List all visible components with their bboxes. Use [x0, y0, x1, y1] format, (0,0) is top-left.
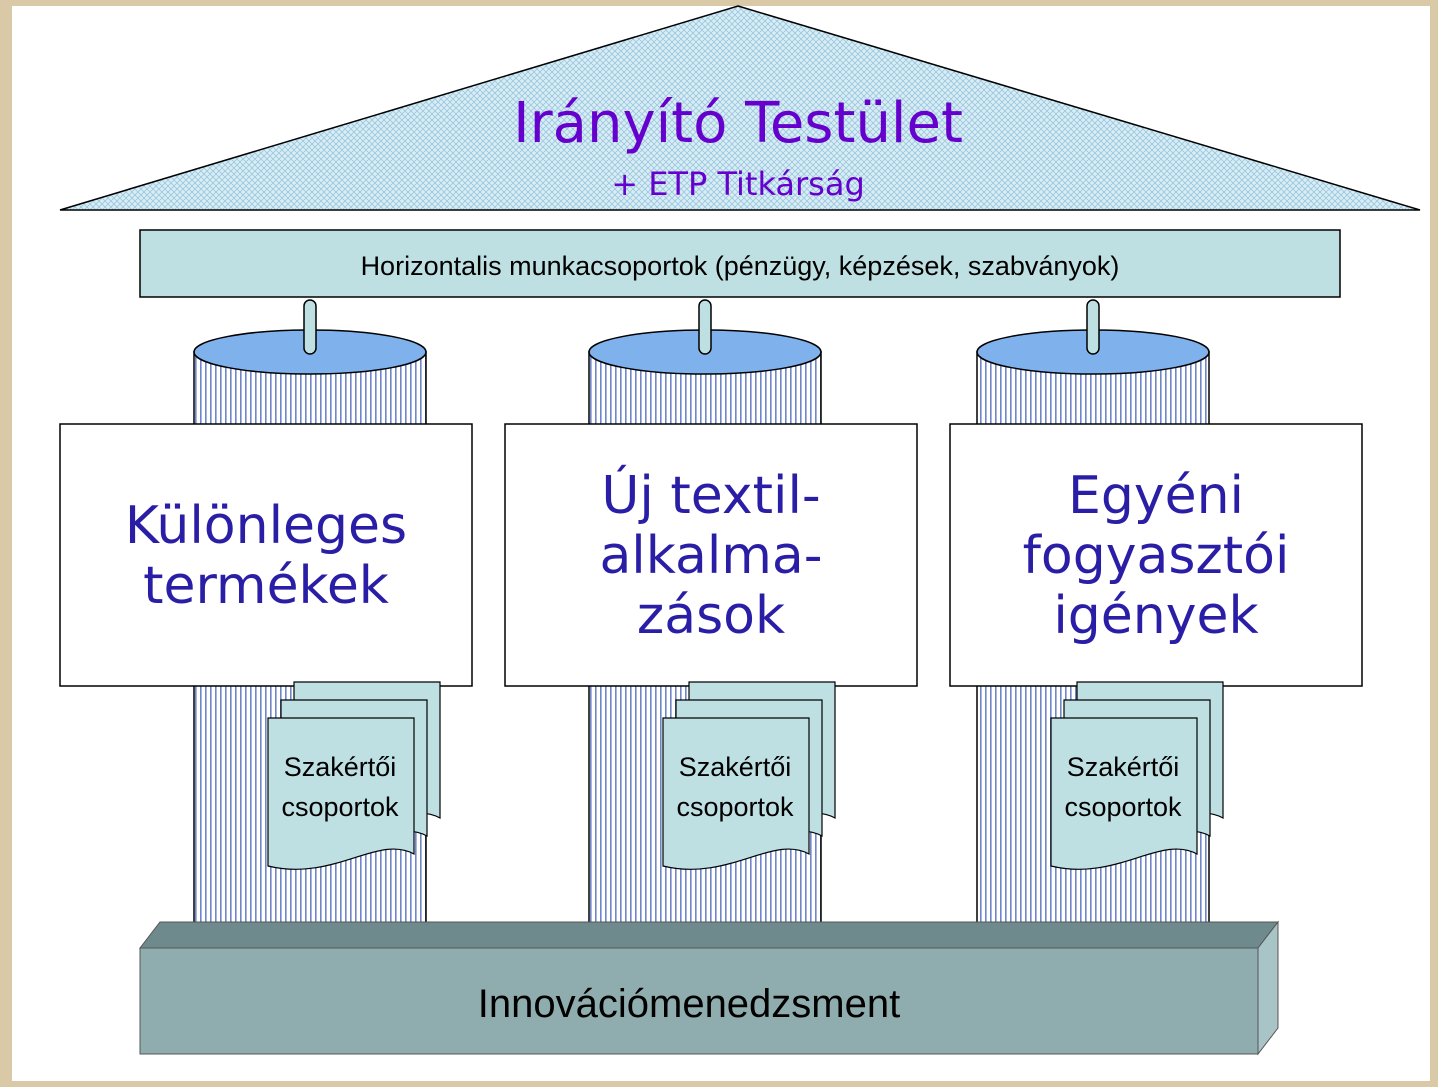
base-platform: Innovációmenedzsment: [138, 920, 1280, 1056]
pillar-title-line: zások: [637, 586, 785, 646]
base-label: Innovációmenedzsment: [478, 982, 900, 1026]
base-top-face: [138, 921, 1280, 949]
pillar-title-box: [949, 423, 1363, 687]
pillar-title-line: termékek: [143, 556, 389, 616]
pillar-title-box: [504, 423, 918, 687]
base-front-face: [139, 947, 1259, 1055]
pillar-title-line: Különleges: [125, 496, 407, 556]
expert-group-label: csoportok: [676, 792, 794, 822]
expert-group-document: [662, 717, 810, 870]
beam-box: [139, 229, 1341, 298]
expert-group-label: csoportok: [281, 792, 399, 822]
roof-triangle: [59, 5, 1421, 211]
expert-group-label: csoportok: [1064, 792, 1182, 822]
roof: Irányító Testület + ETP Titkárság: [59, 5, 1421, 211]
pillar-title-line: Egyéni: [1068, 466, 1244, 526]
beam-label: Horizontalis munkacsoportok (pénzügy, ké…: [361, 251, 1120, 281]
pillar-connector: [303, 299, 317, 355]
pillar-title-line: Új textil-: [601, 464, 820, 526]
pillar-connector: [698, 299, 712, 355]
roof-title: Irányító Testület: [513, 91, 963, 156]
horizontal-beam: Horizontalis munkacsoportok (pénzügy, ké…: [139, 229, 1341, 298]
pillar-title-line: alkalma-: [599, 526, 822, 586]
expert-group-label: Szakértői: [284, 752, 397, 782]
expert-group-label: Szakértői: [1067, 752, 1180, 782]
pillar-title-line: fogyasztói: [1023, 526, 1290, 586]
expert-group-label: Szakértői: [679, 752, 792, 782]
pillar-title-box: [59, 423, 473, 687]
expert-group-document: [267, 717, 415, 870]
expert-group-document: [1050, 717, 1198, 870]
pillar-title-line: igények: [1053, 586, 1258, 646]
roof-subtitle: + ETP Titkárság: [611, 165, 865, 203]
pillar-connector: [1086, 299, 1100, 355]
